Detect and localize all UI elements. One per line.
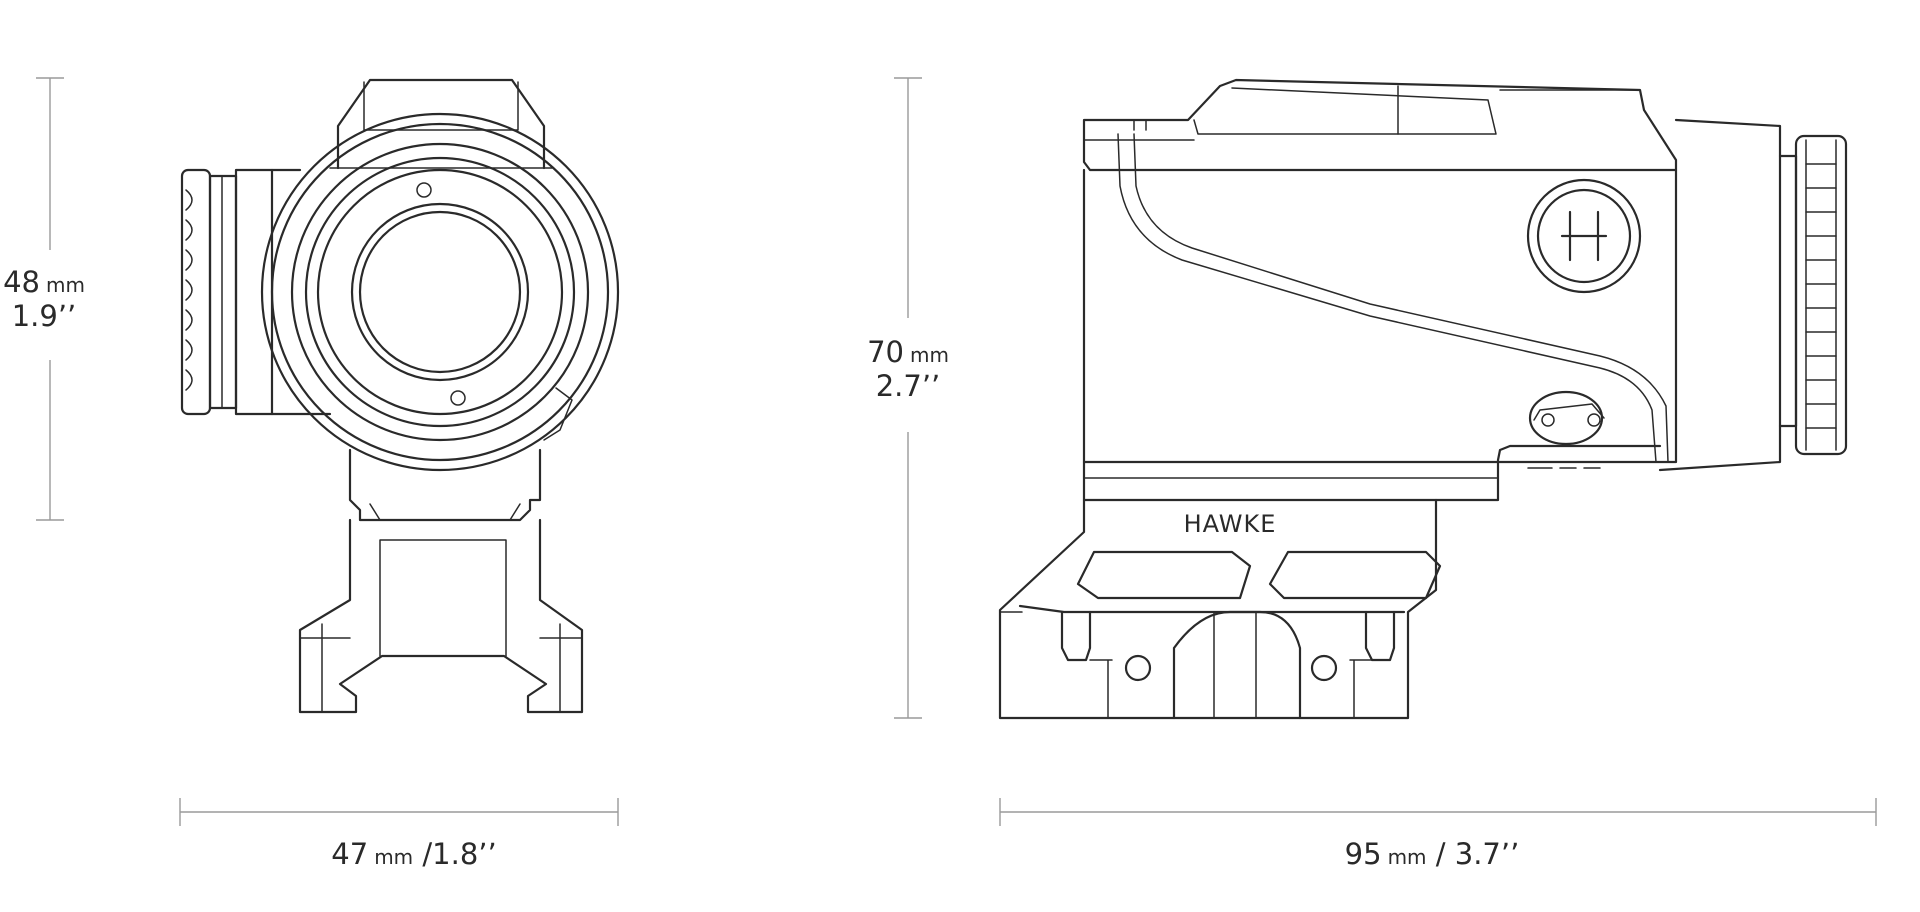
side-brightness-knob (1528, 390, 1605, 446)
front-top-turret (336, 78, 546, 170)
side-mount-cutout-left (1076, 550, 1252, 600)
side-upper-housing (1082, 78, 1678, 172)
height-side-metric-value: 70 (867, 335, 904, 369)
width-front-separator: / (413, 837, 432, 871)
dimension-line-height-side (894, 77, 922, 719)
width-front-metric-value: 47 (331, 837, 368, 871)
length-side-separator: / (1427, 837, 1455, 871)
length-side-metric-unit: mm (1388, 845, 1427, 869)
height-front-metric-unit: mm (46, 273, 85, 297)
height-front-metric-value: 48 (3, 265, 40, 299)
side-objective-knurled-ring (1794, 134, 1848, 456)
front-turret-inner (363, 81, 519, 131)
side-mount-bolt-left (1124, 654, 1152, 682)
length-side-metric-value: 95 (1345, 837, 1382, 871)
width-front-metric-unit: mm (374, 845, 413, 869)
front-lens-screw-bottom (450, 390, 466, 406)
side-mount-cutout-right (1268, 550, 1442, 600)
front-left-knurled-turret (180, 168, 274, 416)
side-objective-tube (1658, 118, 1798, 472)
side-main-body (1082, 133, 1678, 502)
side-mount (998, 498, 1442, 720)
dimension-lines (36, 77, 1877, 826)
height-side-metric-unit: mm (910, 343, 949, 367)
front-lens-screw-top (416, 182, 432, 198)
front-mount (298, 448, 584, 714)
side-mount-bolt-right (1310, 654, 1338, 682)
side-view-drawing: HAWKE (998, 78, 1848, 720)
hawke-logo: HAWKE (1184, 510, 1277, 538)
dimension-line-height-front (36, 77, 64, 521)
height-front-imperial: 1.9’’ (12, 299, 77, 333)
front-lens-housing (260, 112, 620, 472)
front-view-drawing (180, 78, 620, 714)
dimension-line-width-front (179, 798, 619, 826)
height-side-imperial: 2.7’’ (876, 369, 941, 403)
width-front-imperial: 1.8’’ (432, 837, 497, 871)
length-side-imperial: 3.7’’ (1455, 837, 1520, 871)
dimension-line-length-side (999, 798, 1877, 826)
side-elevation-turret (1526, 178, 1642, 294)
